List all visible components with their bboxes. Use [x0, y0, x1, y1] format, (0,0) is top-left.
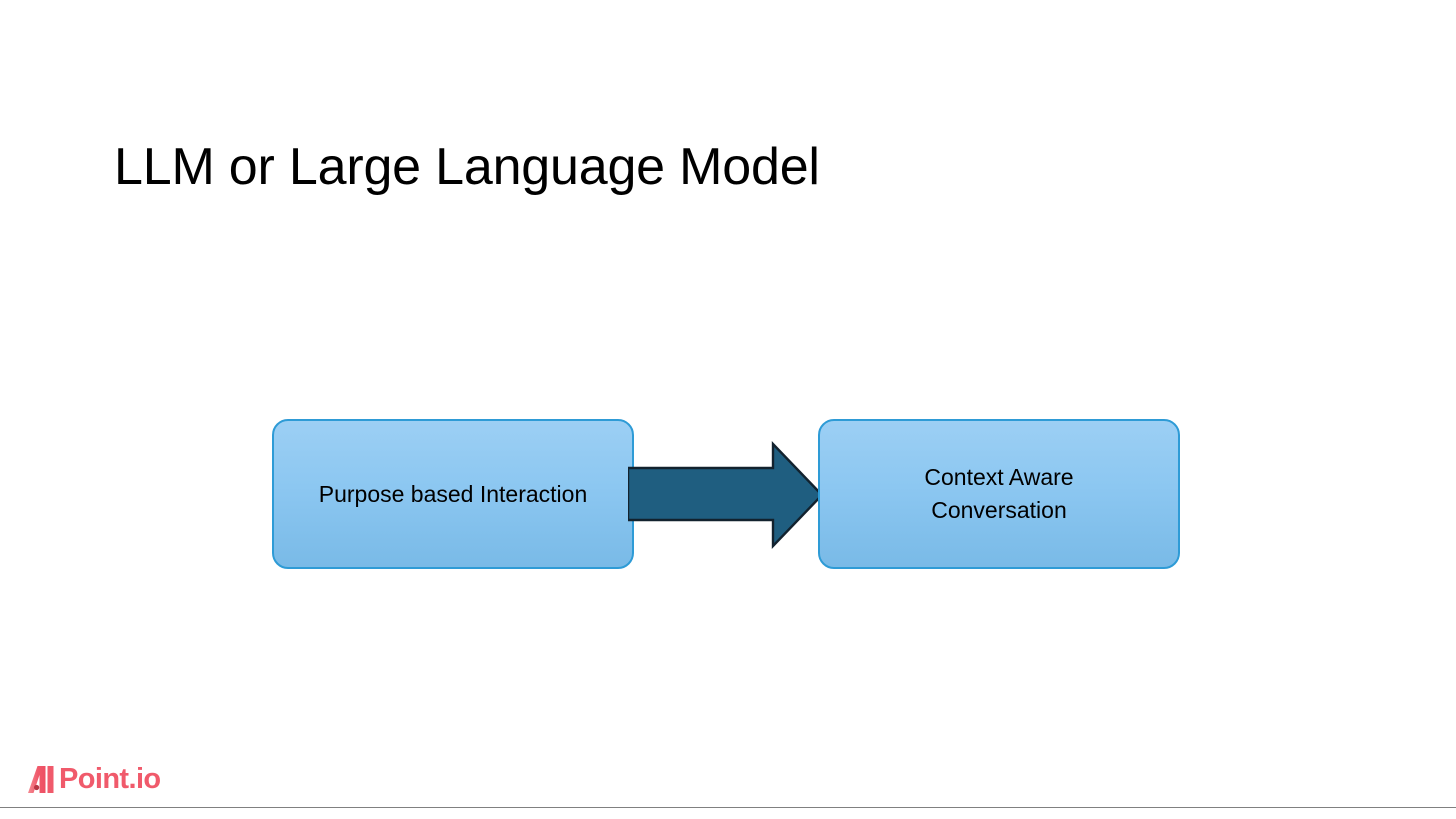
- brand-logo: Point.io: [28, 760, 161, 798]
- flow-node-label: Context Aware Conversation: [924, 464, 1074, 523]
- ai-logo-glyph: [28, 765, 54, 793]
- block-arrow-right-shape: [626, 441, 824, 549]
- page-title: LLM or Large Language Model: [114, 138, 820, 196]
- flow-node-label: Purpose based Interaction: [318, 480, 588, 507]
- footer-divider: [0, 807, 1456, 808]
- brand-name: Point.io: [59, 762, 161, 795]
- ai-logo-icon: [28, 765, 58, 793]
- flow-node-purpose-based-interaction[interactable]: Purpose based Interaction: [272, 419, 634, 569]
- block-arrow-right-icon: [626, 440, 826, 550]
- flow-node-context-aware-conversation[interactable]: Context Aware Conversation: [818, 419, 1180, 569]
